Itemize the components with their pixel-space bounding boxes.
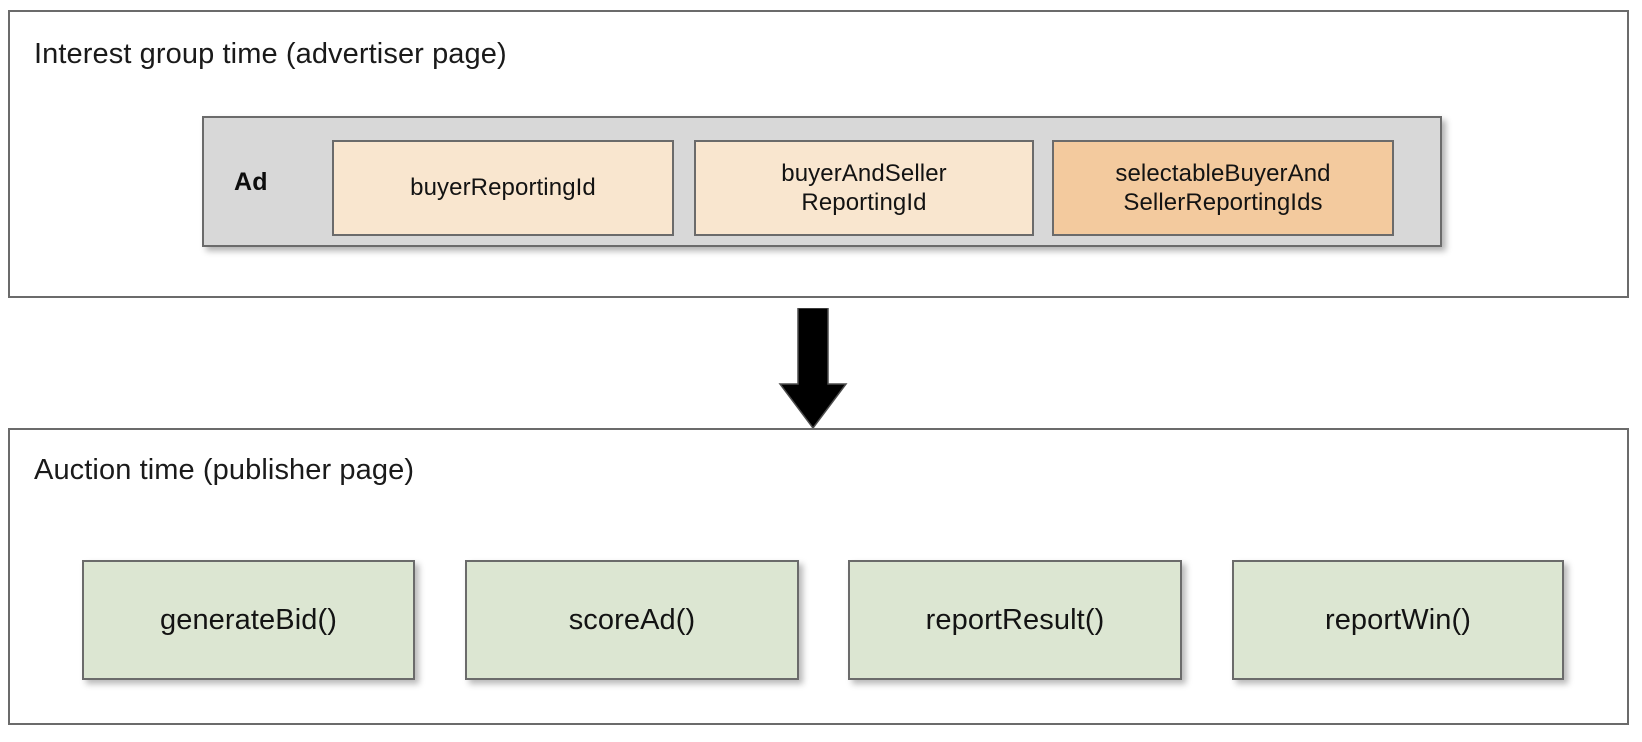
function-box-generate-bid: generateBid() xyxy=(82,560,415,680)
field-buyer-reporting-id: buyerReportingId xyxy=(332,140,674,236)
page-title-auction-time: Auction time (publisher page) xyxy=(34,454,415,486)
down-arrow-icon xyxy=(778,308,848,428)
section-auction-time: Auction time (publisher page) generateBi… xyxy=(8,428,1629,725)
section-interest-group-time: Interest group time (advertiser page) Ad… xyxy=(8,10,1629,298)
ad-group-label: Ad xyxy=(234,168,268,196)
page-title-interest-group-time: Interest group time (advertiser page) xyxy=(34,38,507,70)
function-box-score-ad: scoreAd() xyxy=(465,560,799,680)
function-box-report-result: reportResult() xyxy=(848,560,1182,680)
function-box-report-win: reportWin() xyxy=(1232,560,1564,680)
